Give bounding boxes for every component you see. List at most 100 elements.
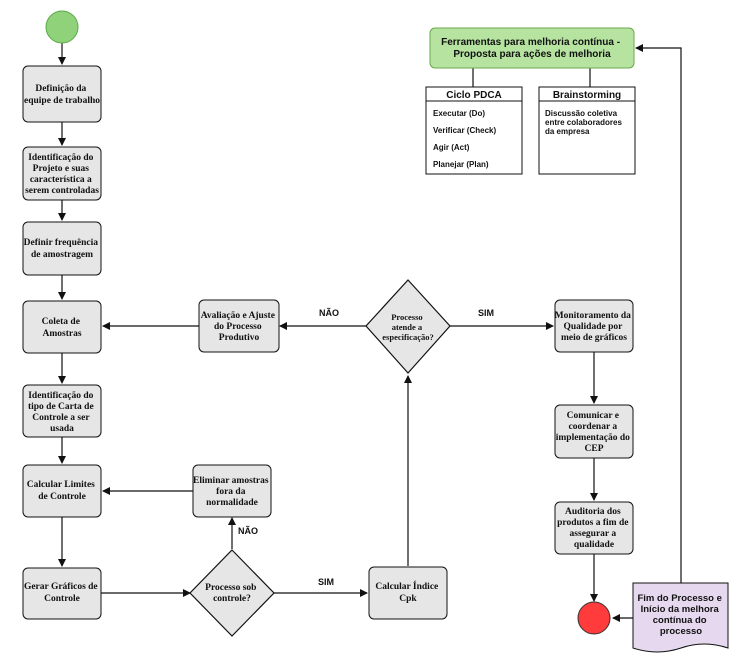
- svg-text:Calcular Limites de Cont: Calcular Limites de Controle: [27, 480, 98, 502]
- edge-label-nao-left: NÃO: [319, 308, 339, 318]
- process-tipo-carta-line: Identificação do: [28, 391, 93, 401]
- brainstorming-title: Brainstorming: [553, 90, 621, 101]
- process-graficos-line: Controle: [44, 594, 80, 604]
- decision-especificacao-line: atende a: [392, 322, 423, 332]
- svg-text:Definir frequência de am: Definir frequência de amostragem: [24, 238, 101, 260]
- svg-text:Calcular Índice Cpk: Calcular Índice Cpk: [375, 580, 440, 604]
- connectors: [58, 43, 682, 622]
- process-comunicar-line: Comunicar e: [567, 411, 619, 421]
- process-monitoramento-line: meio de gráficos: [561, 333, 627, 343]
- process-eliminar-line: normalidade: [206, 498, 258, 508]
- svg-text:Gerar Gráficos de Contro: Gerar Gráficos de Controle: [24, 582, 100, 604]
- document-fim-line: contínua do: [653, 615, 707, 626]
- tools-header-line: Proposta para ações de melhoria: [453, 49, 611, 60]
- process-definicao-line: equipe de trabalho: [24, 96, 100, 106]
- edge-label-nao-up: NÃO: [238, 526, 258, 536]
- process-tipo-carta-line: usada: [50, 424, 74, 434]
- process-auditoria-line: Auditoria dos: [565, 507, 621, 517]
- process-identificacao-line: Projeto e suas: [33, 164, 90, 174]
- pdca-item: Agir (Act): [433, 143, 470, 152]
- process-eliminar-line: Eliminar amostras: [193, 476, 269, 486]
- svg-text:Avaliação e Ajuste do Pr: Avaliação e Ajuste do Processo Produtivo: [201, 311, 278, 343]
- brainstorming-box: Brainstorming Discussão coletiva entre c…: [538, 86, 636, 175]
- svg-text:Coleta de Amostras: Coleta de Amostras: [42, 317, 83, 339]
- process-limites: Calcular Limites de Controle: [22, 464, 102, 518]
- brainstorming-desc: Discussão coletiva: [545, 109, 618, 118]
- process-comunicar-line: coordenar a: [568, 422, 617, 432]
- svg-text:Monitoramento da Qualida: Monitoramento da Qualidade por meio de g…: [555, 311, 634, 343]
- pdca-title: Ciclo PDCA: [446, 90, 502, 101]
- decision-especificacao: Processo atende a especificação?: [365, 279, 451, 374]
- pdca-item: Executar (Do): [433, 109, 485, 118]
- process-eliminar: Eliminar amostras fora da normalidade: [192, 464, 272, 518]
- pdca-box: Ciclo PDCA Executar (Do) Verificar (Chec…: [425, 86, 523, 175]
- start-circle: [45, 10, 79, 44]
- process-limites-line: Calcular Limites: [27, 480, 95, 490]
- process-comunicar-line: CEP: [585, 444, 604, 454]
- process-eliminar-line: fora da: [216, 487, 246, 497]
- process-comunicar: Comunicar e coordenar a implementação do…: [554, 404, 634, 459]
- document-fim: Fim do Processo e Início da melhora cont…: [632, 582, 729, 653]
- process-cpk-line: Cpk: [399, 594, 417, 604]
- process-avaliacao-line: do Processo: [214, 322, 262, 332]
- decision-controle-line: Processo sob: [205, 583, 256, 593]
- process-avaliacao-line: Produtivo: [219, 333, 260, 343]
- decision-especificacao-line: especificação?: [382, 332, 433, 342]
- edge-label-sim-right: SIM: [478, 308, 494, 318]
- process-auditoria-line: assegurar a: [570, 529, 617, 539]
- process-coleta-line: Coleta de: [42, 317, 80, 327]
- process-tipo-carta: Identificação do tipo de Carta de Contro…: [22, 384, 102, 438]
- process-graficos-line: Gerar Gráficos de: [24, 582, 98, 592]
- process-monitoramento-line: Monitoramento da: [555, 311, 632, 321]
- decision-especificacao-line: Processo: [391, 312, 422, 322]
- process-monitoramento-line: Qualidade por: [563, 322, 623, 332]
- svg-text:Executar (Do) Verificar: Executar (Do) Verificar (Check) Agir (Ac…: [433, 109, 498, 169]
- process-identificacao-projeto: Identificação do Projeto e suas caracter…: [22, 146, 102, 201]
- process-tipo-carta-line: Controle a ser: [32, 413, 90, 423]
- document-fim-line: Fim do Processo e: [637, 593, 721, 604]
- svg-text:Identificação do Projeto: Identificação do Projeto e suas caracter…: [25, 153, 99, 196]
- svg-text:Processo sob controle?: Processo sob controle?: [205, 583, 259, 604]
- pdca-item: Verificar (Check): [433, 126, 496, 135]
- end-circle: [577, 601, 611, 635]
- decision-controle: Processo sob controle?: [189, 549, 275, 637]
- process-identificacao-line: serem controladas: [25, 186, 99, 196]
- process-coleta: Coleta de Amostras: [22, 300, 102, 354]
- svg-text:Definição da equipe de t: Definição da equipe de trabalho: [24, 84, 100, 106]
- process-identificacao-line: característica a: [30, 175, 92, 185]
- process-comunicar-line: implementação do: [556, 433, 630, 443]
- document-fim-line: Início da melhora: [641, 604, 720, 615]
- document-fim-line: processo: [660, 626, 702, 637]
- svg-text:Identificação do tipo de: Identificação do tipo de Carta de Contro…: [28, 391, 96, 434]
- process-identificacao-line: Identificação do: [28, 153, 93, 163]
- arrow-doc-to-tools: [635, 44, 682, 583]
- process-auditoria-line: qualidade: [574, 540, 614, 550]
- process-avaliacao: Avaliação e Ajuste do Processo Produtivo: [198, 299, 280, 353]
- process-definicao: Definição da equipe de trabalho: [22, 65, 102, 123]
- process-graficos: Gerar Gráficos de Controle: [22, 567, 102, 620]
- decision-controle-line: controle?: [213, 594, 251, 604]
- svg-text:Ferramentas para melhoria cont: Ferramentas para melhoria contínua - Pro…: [441, 37, 623, 60]
- edge-label-sim-bottom: SIM: [318, 577, 334, 587]
- process-limites-line: de Controle: [38, 492, 86, 502]
- pdca-item: Planejar (Plan): [433, 160, 489, 169]
- brainstorming-desc: da empresa: [545, 127, 590, 136]
- brainstorming-desc: entre colaboradores: [545, 118, 622, 127]
- svg-text:Auditoria dos produtos a: Auditoria dos produtos a fim de assegura…: [557, 507, 631, 550]
- process-auditoria-line: produtos a fim de: [557, 518, 628, 528]
- process-frequencia-line: Definir frequência: [24, 238, 99, 248]
- process-cpk-line: Calcular Índice: [375, 580, 438, 592]
- tools-header: Ferramentas para melhoria contínua - Pro…: [429, 27, 635, 69]
- process-frequencia-line: de amostragem: [31, 250, 93, 260]
- svg-text:Discussão coletiva entre: Discussão coletiva entre colaboradores d…: [545, 109, 624, 136]
- process-cpk: Calcular Índice Cpk: [368, 566, 448, 620]
- process-frequencia: Definir frequência de amostragem: [22, 221, 102, 276]
- svg-text:Comunicar e coordenar a: Comunicar e coordenar a implementação do…: [556, 411, 633, 454]
- svg-text:Eliminar amostras fora d: Eliminar amostras fora da normalidade: [193, 476, 271, 508]
- process-monitoramento: Monitoramento da Qualidade por meio de g…: [554, 299, 634, 353]
- svg-text:Processo atende a: Processo atende a especificação?: [382, 312, 433, 342]
- process-coleta-line: Amostras: [42, 329, 81, 339]
- tools-header-line: Ferramentas para melhoria contínua -: [441, 37, 620, 48]
- process-tipo-carta-line: tipo de Carta de: [28, 402, 94, 412]
